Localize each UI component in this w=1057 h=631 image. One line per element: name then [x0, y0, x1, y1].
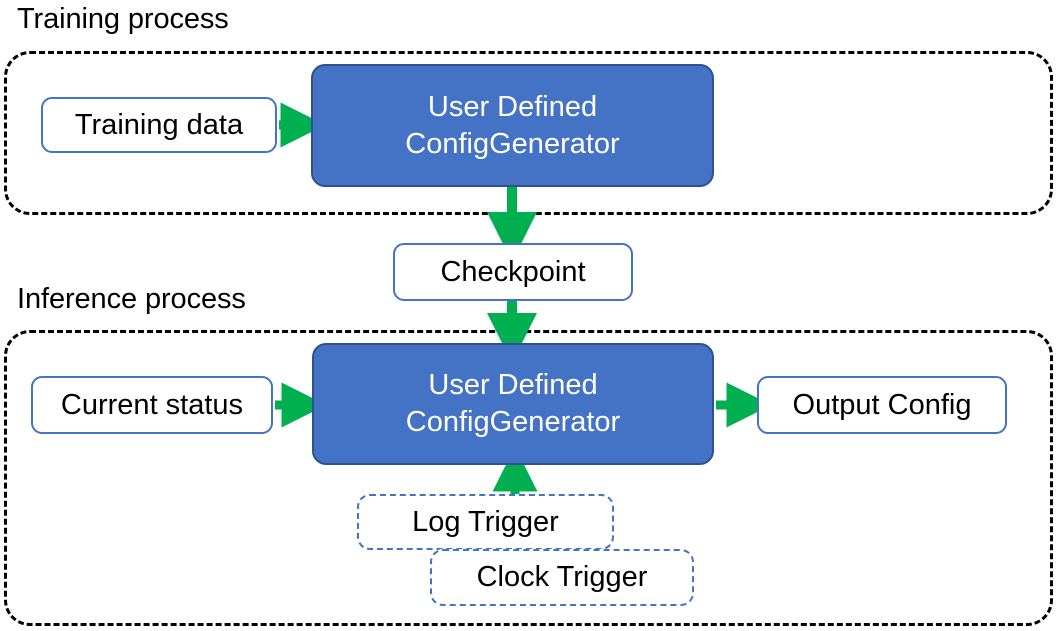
node-log-trigger-label: Log Trigger — [412, 505, 559, 538]
node-training-data-label: Training data — [74, 108, 244, 141]
node-output-config[interactable]: Output Config — [757, 376, 1007, 434]
node-current-status-label: Current status — [60, 388, 244, 421]
node-train-generator-label-line2: ConfigGenerator — [405, 127, 620, 160]
training-process-caption: Training process — [17, 3, 229, 35]
node-log-trigger[interactable]: Log Trigger — [357, 494, 614, 550]
node-training-data[interactable]: Training data — [41, 97, 277, 153]
node-infer-generator-label-line2: ConfigGenerator — [405, 406, 621, 438]
node-current-status[interactable]: Current status — [31, 376, 273, 434]
node-user-defined-configgenerator-training[interactable]: User Defined ConfigGenerator — [311, 64, 714, 187]
node-clock-trigger[interactable]: Clock Trigger — [430, 549, 694, 606]
inference-process-caption: Inference process — [17, 283, 246, 315]
node-infer-generator-label-line1: User Defined — [428, 369, 598, 401]
node-user-defined-configgenerator-inference[interactable]: User Defined ConfigGenerator — [312, 343, 714, 465]
node-checkpoint-label: Checkpoint — [440, 255, 586, 288]
node-clock-trigger-label: Clock Trigger — [476, 561, 648, 593]
node-checkpoint[interactable]: Checkpoint — [393, 243, 633, 301]
node-output-config-label: Output Config — [792, 388, 972, 421]
node-train-generator-label-line1: User Defined — [427, 90, 598, 123]
